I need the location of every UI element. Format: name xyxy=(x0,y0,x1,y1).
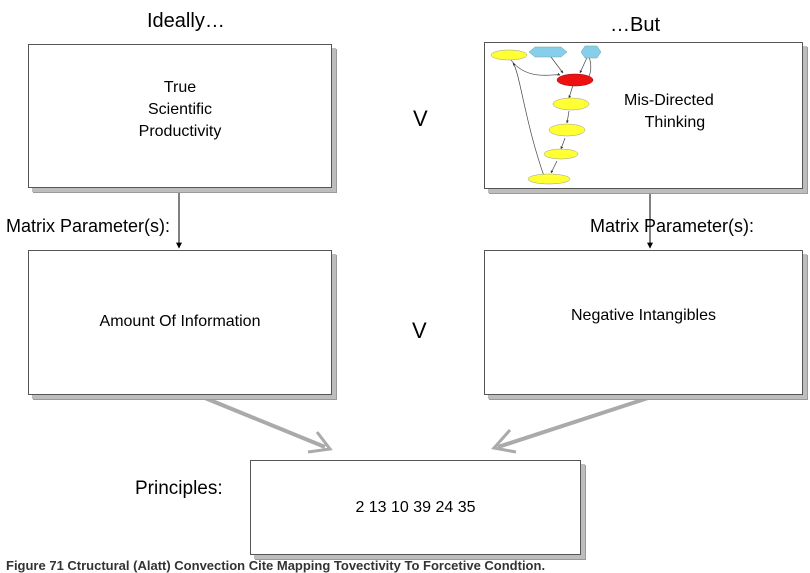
negative-intangibles-box: Negative Intangibles xyxy=(484,250,803,395)
principles-label: Principles: xyxy=(135,478,223,499)
principles-box: 2 13 10 39 24 35 xyxy=(250,460,581,555)
amount-of-information-box: Amount Of Information xyxy=(28,250,332,395)
heading-but: …But xyxy=(610,14,661,36)
amount-of-information-text: Amount Of Information xyxy=(99,313,261,330)
arrow-left-to-principles xyxy=(204,396,333,454)
negative-intangibles-text: Negative Intangibles xyxy=(571,307,716,324)
box-line-1: True xyxy=(163,79,197,96)
versus-middle: V xyxy=(412,318,427,343)
versus-top: V xyxy=(413,106,428,131)
heading-ideally: Ideally… xyxy=(147,10,225,32)
true-productivity-box: True Scientific Productivity xyxy=(28,44,332,188)
arrow-right-to-principles xyxy=(491,396,649,454)
network-graph-icon xyxy=(490,45,602,185)
box-line-3: Productivity xyxy=(138,123,222,140)
misdirected-line-1: Mis-Directed xyxy=(624,92,714,109)
box-line-2: Scientific xyxy=(147,101,213,118)
matrix-label-left: Matrix Parameter(s): xyxy=(6,216,171,236)
misdirected-line-2: Thinking xyxy=(644,114,706,131)
principles-values: 2 13 10 39 24 35 xyxy=(355,499,476,516)
matrix-label-right: Matrix Parameter(s): xyxy=(590,216,755,236)
misdirected-thinking-box: Mis-Directed Thinking xyxy=(484,42,803,189)
